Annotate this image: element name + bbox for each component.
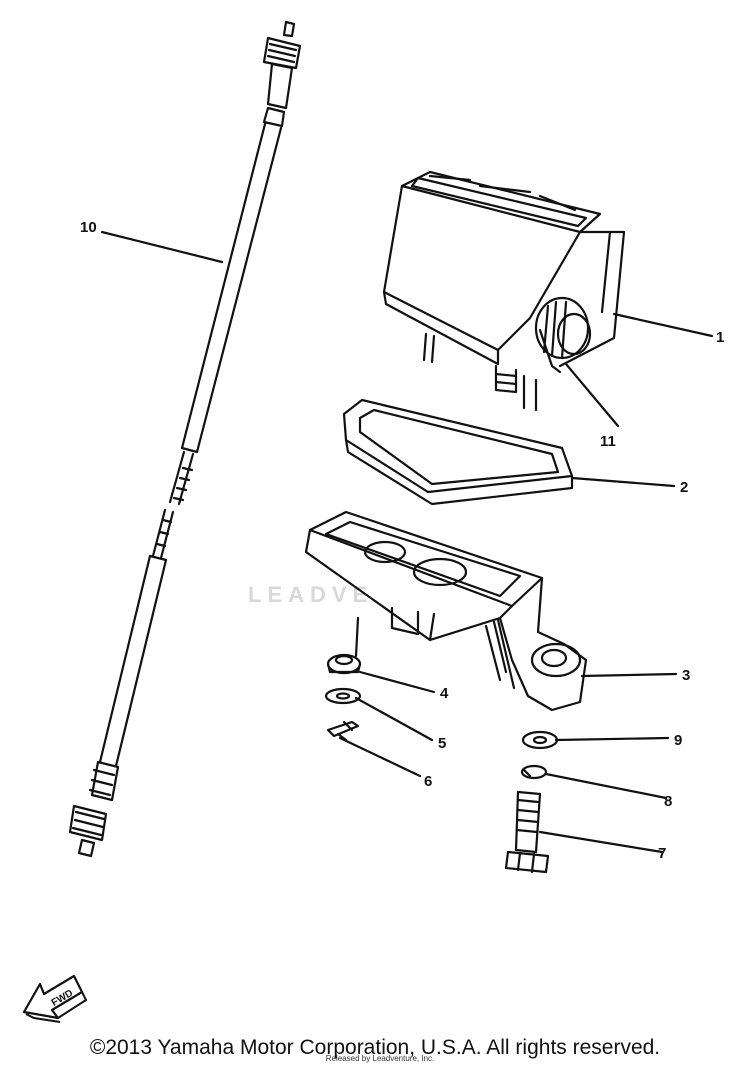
watermark-text: LEADVE bbox=[248, 582, 374, 607]
leader-8 bbox=[544, 772, 668, 800]
bracket-part bbox=[304, 510, 588, 712]
speedometer-cable-part bbox=[68, 20, 302, 858]
flat-washer-part bbox=[521, 730, 559, 750]
part-label-1: 1 bbox=[716, 329, 724, 346]
copyright-text: ©2013 Yamaha Motor Corporation, U.S.A. A… bbox=[89, 1036, 661, 1059]
part-label-2: 2 bbox=[680, 479, 688, 496]
bolt-part bbox=[504, 790, 550, 874]
part-label-8: 8 bbox=[664, 793, 672, 810]
part-label-11: 11 bbox=[600, 433, 616, 450]
leader-3 bbox=[580, 672, 678, 678]
gasket-part bbox=[342, 398, 574, 506]
fwd-arrow-icon: FWD bbox=[22, 974, 88, 1023]
part-label-3: 3 bbox=[682, 667, 690, 684]
leader-2 bbox=[570, 476, 676, 488]
leader-6 bbox=[338, 736, 422, 778]
spring-washer-part bbox=[520, 764, 548, 780]
washer-part bbox=[324, 687, 362, 705]
part-label-10: 10 bbox=[80, 219, 97, 236]
leader-10 bbox=[100, 230, 224, 264]
speedometer-meter-part bbox=[382, 170, 626, 412]
leader-11 bbox=[564, 362, 620, 428]
cotter-pin-part bbox=[326, 720, 360, 742]
leader-9 bbox=[554, 736, 670, 742]
released-by-text: Released by Leadventure, Inc. bbox=[325, 1054, 435, 1063]
leader-7 bbox=[538, 830, 664, 854]
part-label-4: 4 bbox=[440, 685, 449, 702]
part-label-9: 9 bbox=[674, 732, 682, 749]
part-label-6: 6 bbox=[424, 773, 432, 790]
grommet-part bbox=[326, 616, 362, 675]
part-label-5: 5 bbox=[438, 735, 446, 752]
leader-1 bbox=[612, 312, 714, 338]
leader-5 bbox=[354, 696, 434, 742]
leader-4 bbox=[358, 670, 436, 694]
part-label-7: 7 bbox=[658, 845, 666, 862]
